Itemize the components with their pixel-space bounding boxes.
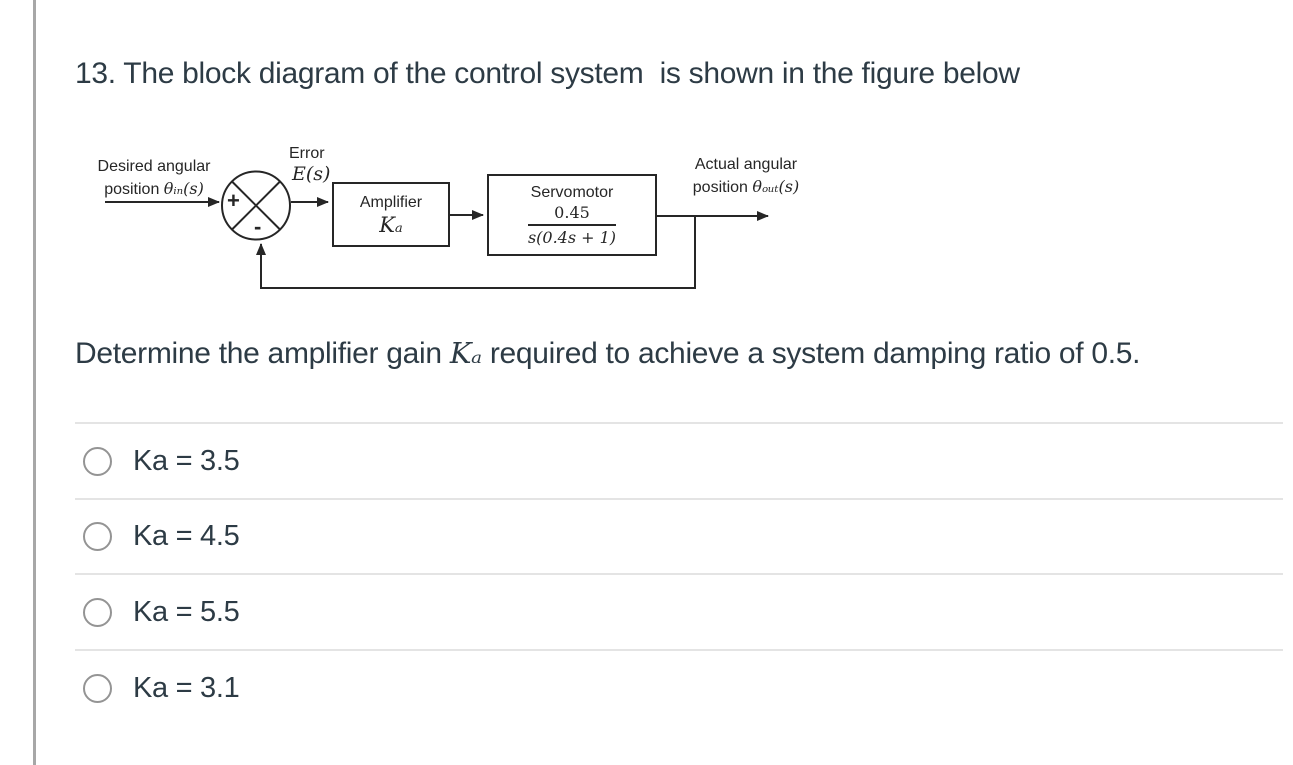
error-label: Error: [289, 145, 325, 162]
transfer-function-fraction: 0.45 s(0.4s + 1): [527, 203, 617, 247]
page-left-border: [33, 0, 36, 765]
feedback-path: [256, 216, 696, 289]
amplifier-gain-math: Kₐ: [379, 212, 403, 237]
radio-option-3[interactable]: [83, 597, 112, 627]
amplifier-label: Amplifier: [359, 193, 423, 211]
diagram-lines-svg: + -: [105, 170, 769, 289]
desired-position-line1: Desired angular: [97, 158, 211, 175]
option-row-1[interactable]: Ka = 3.5: [75, 422, 1283, 498]
block-diagram-figure: + - Desired angular position θᵢₙ(s) Erro…: [75, 138, 805, 303]
radio-option-4[interactable]: [83, 673, 112, 703]
prompt-text-before: Determine the amplifier gain: [75, 337, 450, 370]
option-row-4[interactable]: Ka = 3.1: [75, 649, 1283, 725]
question-title: 13. The block diagram of the control sys…: [75, 57, 1020, 90]
prompt-text-after: required to achieve a system damping rat…: [481, 337, 1141, 370]
theta-out-math: θₒᵤₜ(s): [752, 177, 800, 196]
option-row-2[interactable]: Ka = 4.5: [75, 498, 1283, 573]
prompt-gain-math: Kₐ: [449, 336, 482, 370]
desired-position-label: Desired angular position θᵢₙ(s): [79, 156, 229, 201]
actual-position-line2-text: position: [692, 179, 753, 196]
option-label-2[interactable]: Ka = 4.5: [133, 520, 240, 552]
option-row-3[interactable]: Ka = 5.5: [75, 573, 1283, 649]
actual-position-line1: Actual angular: [694, 156, 798, 173]
error-signal-math: E(s): [292, 163, 331, 185]
servomotor-block: Servomotor 0.45 s(0.4s + 1): [487, 174, 657, 256]
summing-junction-cross: [231, 180, 281, 231]
minus-sign: -: [254, 214, 261, 239]
theta-in-math: θᵢₙ(s): [163, 179, 204, 198]
transfer-function-denominator: s(0.4s + 1): [527, 228, 617, 247]
option-label-4[interactable]: Ka = 3.1: [133, 671, 240, 704]
actual-position-label: Actual angular position θₒᵤₜ(s): [671, 154, 821, 199]
option-label-3[interactable]: Ka = 5.5: [133, 595, 240, 628]
amplifier-block: Amplifier Kₐ: [332, 182, 450, 247]
desired-position-line2-text: position: [104, 181, 164, 198]
radio-option-2[interactable]: [83, 522, 112, 551]
radio-option-1[interactable]: [83, 446, 112, 476]
question-prompt: Determine the amplifier gain Kₐ required…: [75, 336, 1255, 371]
option-label-1[interactable]: Ka = 3.5: [133, 444, 240, 477]
transfer-function-numerator: 0.45: [527, 203, 617, 226]
servomotor-label: Servomotor: [530, 184, 614, 201]
plus-sign: +: [227, 188, 240, 213]
